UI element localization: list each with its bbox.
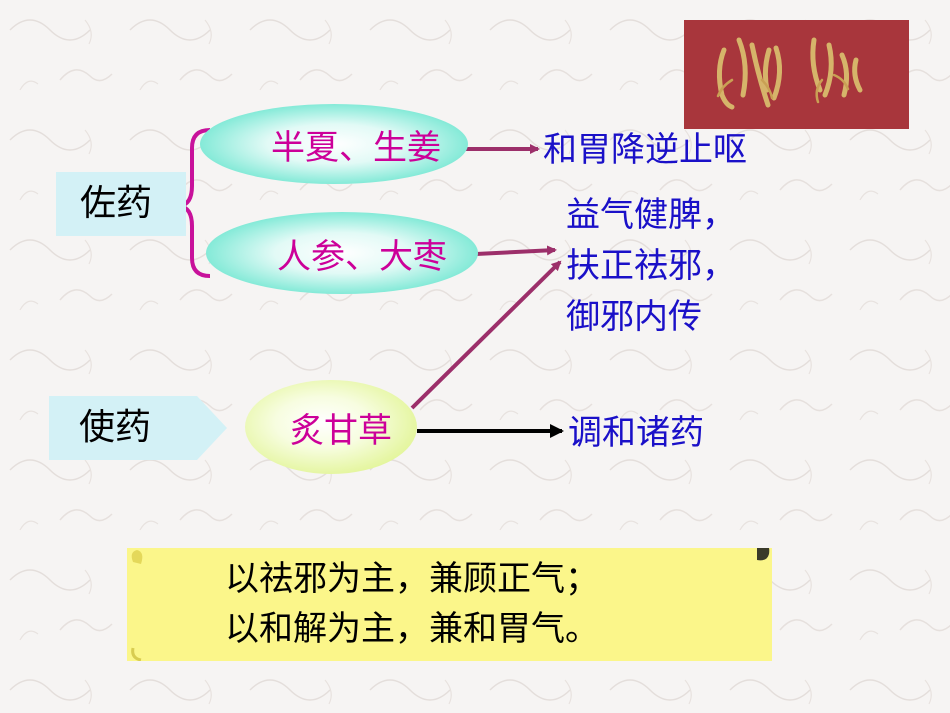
scroll-curl-decoration xyxy=(131,548,770,661)
effect-harmonize-herbs: 调和诸药 xyxy=(568,413,704,453)
assistant-herb-label: 佐药 xyxy=(56,172,186,236)
summary-line2: 以和解为主，兼和胃气。 xyxy=(225,609,599,649)
effect-qi-line2: 扶正祛邪， xyxy=(566,246,736,286)
herb-licorice: 炙甘草 xyxy=(245,380,417,474)
herb-ginseng-jujube: 人参、大枣 xyxy=(206,212,478,294)
herb-pinellia-ginger-text: 半夏、生姜 xyxy=(271,127,441,168)
assistant-herb-label-text: 佐药 xyxy=(80,183,153,224)
herb-licorice-text: 炙甘草 xyxy=(290,410,392,451)
effect-qi-line3: 御邪内传 xyxy=(566,297,702,337)
effect-qi-block: 益气健脾， 扶正祛邪， 御邪内传 xyxy=(566,190,736,343)
dried-root-herb-photo-icon xyxy=(684,20,909,129)
summary-line1: 以祛邪为主，兼顾正气； xyxy=(225,559,599,599)
effect-harmonize-stomach: 和胃降逆止呕 xyxy=(543,130,747,170)
summary-scroll: 以祛邪为主，兼顾正气； 以和解为主，兼和胃气。 xyxy=(127,548,772,661)
arrow-qi-from-licorice xyxy=(410,260,562,410)
herb-pinellia-ginger: 半夏、生姜 xyxy=(200,104,468,184)
envoy-label-shape xyxy=(49,396,227,460)
herb-ginseng-jujube-text: 人参、大枣 xyxy=(277,236,447,277)
herb-root-photo xyxy=(684,20,909,129)
envoy-herb-label-text: 使药 xyxy=(79,407,152,448)
arrow-qi-from-ginseng xyxy=(475,245,557,256)
envoy-herb-label: 使药 xyxy=(49,396,227,460)
effect-qi-line1: 益气健脾， xyxy=(566,195,736,235)
